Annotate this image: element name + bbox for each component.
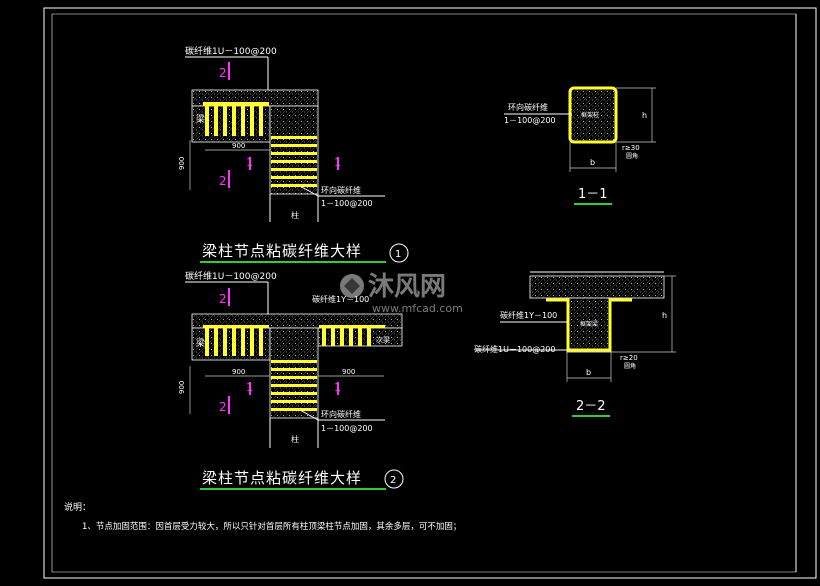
section22-dim-b: b (586, 368, 591, 377)
watermark-url: www.mfcad.com (372, 302, 463, 315)
detail1-beam-label: 梁 (196, 113, 205, 125)
section22-title: 2－2 (576, 399, 606, 414)
detail1-dim-h: 900 (232, 142, 245, 150)
section22-radius: r≥20 (620, 354, 638, 362)
detail1-sec-mark-a: 1 (246, 156, 253, 169)
detail2-dim-v: 900 (178, 381, 186, 394)
detail2-title: 梁柱节点粘碳纤维大样 (202, 469, 362, 487)
section11-radius: r≥30 (622, 144, 640, 152)
detail2-beam-label: 梁 (196, 337, 205, 349)
detail1-dim-v: 900 (178, 157, 186, 170)
detail2-sec-mark-b: 1 (334, 381, 341, 394)
section11-dim-b: b (590, 158, 595, 167)
section22-label-bottom: 碳纤维1U－100@200 (474, 344, 555, 354)
detail2-number: 2 (390, 475, 396, 486)
detail2-dim-right: 900 (342, 368, 355, 376)
section22-inner-label: 框架梁 (580, 320, 598, 328)
detail2-right-beam-label: 次梁 (376, 335, 390, 344)
detail2-sec-mark-a: 1 (246, 381, 253, 394)
detail2-column-label: 柱 (291, 434, 299, 444)
detail1-title: 梁柱节点粘碳纤维大样 (202, 242, 362, 260)
detail-1: 碳纤维1U－100@200 2 梁 柱 900 (178, 45, 409, 263)
watermark-brand: 沐风网 (368, 272, 446, 302)
detail1-ring-spec: 1－100@200 (321, 199, 373, 208)
section11-inner-label: 框架柱 (581, 111, 599, 119)
section22-radius-note: 圆角 (624, 362, 636, 370)
drawing-frame (43, 7, 817, 579)
detail1-number: 1 (395, 249, 401, 260)
section11-dim-h: h (642, 111, 647, 120)
section11-radius-note: 圆角 (626, 152, 638, 160)
detail2-dim-left: 900 (232, 368, 245, 376)
section22-dim-h: h (662, 311, 667, 320)
section11-ring-label: 环向碳纤维 (508, 102, 548, 112)
detail2-top-label: 碳纤维1U－100@200 (185, 270, 277, 282)
detail2-sec-mark-top: 2 (219, 292, 227, 306)
detail1-ring-label: 环向碳纤维 (321, 185, 361, 195)
notes-item-1: 1、节点加固范围：因首层受力较大，所以只针对首层所有柱顶梁柱节点加固，其余多层，… (82, 521, 461, 532)
watermark: 沐风网 www.mfcad.com (340, 272, 463, 315)
section11-ring-spec: 1－100@200 (504, 116, 556, 125)
section-1-1: 框架柱 环向碳纤维 1－100@200 h b r≥30 圆角 1－1 (504, 86, 656, 205)
section-2-2: 框架梁 碳纤维1Y－100 碳纤维1U－100@200 h b r≥20 圆角 … (474, 271, 676, 417)
section11-title: 1－1 (578, 187, 608, 202)
notes: 说明： 1、节点加固范围：因首层受力较大，所以只针对首层所有柱顶梁柱节点加固，其… (64, 501, 461, 532)
detail1-sec-mark-b: 1 (334, 156, 341, 169)
detail1-top-label: 碳纤维1U－100@200 (185, 45, 277, 57)
section22-label-top: 碳纤维1Y－100 (500, 310, 557, 320)
detail2-sec-mark-bottom: 2 (219, 400, 227, 414)
detail1-sec-mark-top: 2 (219, 66, 227, 80)
detail2-ring-spec: 1－100@200 (321, 424, 373, 433)
detail-2: 碳纤维1U－100@200 2 碳纤维1Y－100 梁 次梁 柱 (178, 270, 404, 490)
notes-heading: 说明： (64, 501, 91, 513)
detail2-mid-label: 碳纤维1Y－100 (312, 294, 369, 304)
detail1-column-label: 柱 (291, 210, 299, 220)
detail1-sec-mark-bottom: 2 (219, 174, 227, 188)
detail2-ring-label: 环向碳纤维 (321, 409, 361, 419)
